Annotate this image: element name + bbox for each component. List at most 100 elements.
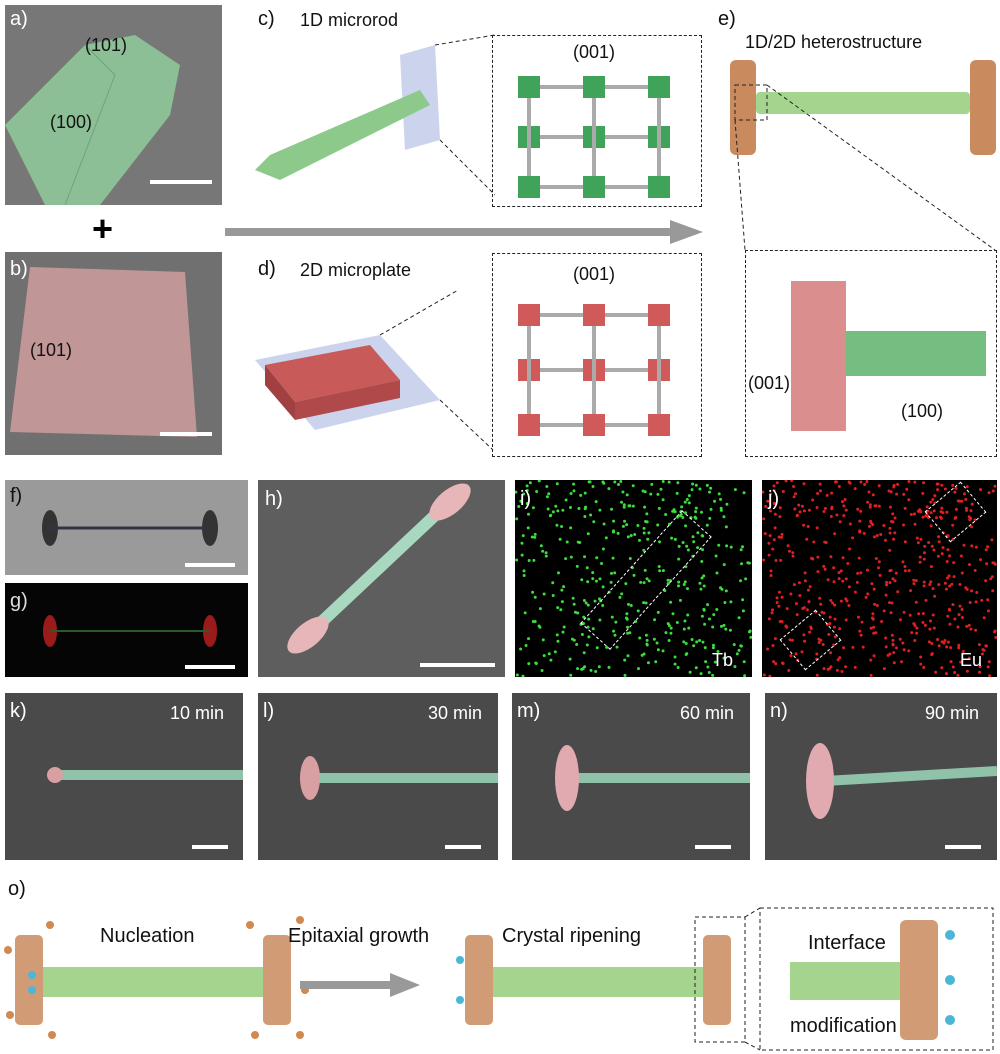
- eds-dot: [893, 516, 897, 520]
- eds-dot: [822, 510, 826, 514]
- eds-dot: [700, 614, 704, 618]
- panel-label-f: f): [10, 485, 23, 507]
- eds-dot: [801, 607, 805, 611]
- eds-dot: [571, 596, 575, 600]
- eds-dot: [954, 516, 958, 520]
- scale-bar: [945, 845, 981, 849]
- eds-dot: [815, 526, 819, 530]
- eds-dot: [520, 541, 524, 545]
- sem-image-b: [5, 252, 222, 455]
- eds-dot: [842, 514, 846, 518]
- eds-dot: [926, 515, 930, 519]
- time-label: 60 min: [680, 703, 735, 723]
- eds-dot: [822, 564, 826, 568]
- eds-dot: [844, 577, 848, 581]
- eds-dot: [527, 662, 531, 666]
- eds-dot: [944, 672, 948, 676]
- eds-dot: [539, 544, 543, 548]
- eds-dot: [892, 661, 896, 665]
- eds-dot: [551, 510, 555, 514]
- eds-dot: [818, 482, 822, 486]
- eds-dot: [887, 489, 891, 493]
- eds-dot: [967, 656, 971, 660]
- eds-dot: [882, 667, 886, 671]
- eds-dot: [798, 593, 802, 597]
- eds-dot: [610, 571, 614, 575]
- eds-dot: [580, 633, 584, 637]
- eds-dot: [584, 601, 588, 605]
- eds-dot: [601, 585, 605, 589]
- eds-dot: [883, 538, 887, 542]
- eds-dot: [773, 637, 777, 641]
- eds-dot: [829, 514, 833, 518]
- eds-dot: [717, 492, 721, 496]
- eds-dot: [739, 548, 743, 552]
- eds-dot: [802, 633, 806, 637]
- eds-dot: [690, 637, 694, 641]
- eds-dot: [790, 480, 794, 483]
- eds-dot: [556, 639, 560, 643]
- eds-dot: [867, 490, 871, 494]
- eds-dot: [669, 631, 673, 635]
- eds-dot: [577, 507, 581, 511]
- eds-dot: [778, 515, 782, 519]
- eds-dot: [890, 601, 894, 605]
- scale-bar: [185, 563, 235, 567]
- eds-dot: [940, 483, 944, 487]
- eds-dot: [888, 581, 892, 585]
- facet-label: (100): [50, 112, 93, 132]
- eds-dot: [612, 629, 616, 633]
- eds-dot: [853, 590, 857, 594]
- eds-dot: [575, 564, 579, 568]
- eds-dot: [561, 630, 565, 634]
- eds-dot: [537, 624, 541, 628]
- eds-dot: [951, 603, 955, 607]
- eds-dot: [613, 633, 617, 637]
- eds-dot: [845, 599, 849, 603]
- eds-dot: [733, 665, 737, 669]
- eds-dot: [707, 671, 711, 675]
- eds-dot: [561, 508, 565, 512]
- eds-dot: [640, 653, 644, 657]
- scale-bar: [150, 180, 212, 184]
- eds-dot: [691, 482, 695, 486]
- eds-dot: [947, 574, 951, 578]
- eds-dot: [652, 637, 656, 641]
- panel-label-m: m): [517, 700, 541, 722]
- eds-dot: [780, 532, 784, 536]
- eds-dot: [902, 648, 906, 652]
- eds-dot: [807, 508, 811, 512]
- eds-dot: [521, 674, 525, 677]
- eds-dot: [931, 613, 935, 617]
- eds-dot: [780, 595, 784, 599]
- eds-dot: [826, 578, 830, 582]
- eds-dot: [551, 581, 555, 585]
- eds-dot: [684, 524, 688, 528]
- eds-dot: [847, 480, 851, 484]
- eds-dot: [974, 600, 978, 604]
- eds-dot: [735, 652, 739, 656]
- fluorescence-image-g: [5, 583, 248, 677]
- eds-dot: [538, 607, 542, 611]
- eds-dot: [779, 558, 783, 562]
- eds-dot: [844, 665, 848, 669]
- eds-dot: [587, 635, 591, 639]
- eds-dot: [940, 506, 944, 510]
- eds-dot: [595, 556, 599, 560]
- eds-dot: [994, 635, 997, 639]
- eds-dot: [825, 493, 829, 497]
- eds-dot: [800, 650, 804, 654]
- eds-dot: [681, 515, 685, 519]
- eds-dot: [610, 507, 614, 511]
- eds-dot: [872, 654, 876, 658]
- eds-dot: [556, 571, 560, 575]
- eds-dot: [638, 636, 642, 640]
- eds-dot: [805, 537, 809, 541]
- eds-dot: [541, 549, 545, 553]
- eds-dot: [823, 567, 827, 571]
- eds-dot: [841, 579, 845, 583]
- eds-dot: [962, 543, 966, 547]
- eds-dot: [607, 665, 611, 669]
- eds-dot: [917, 612, 921, 616]
- eds-dot: [627, 504, 631, 508]
